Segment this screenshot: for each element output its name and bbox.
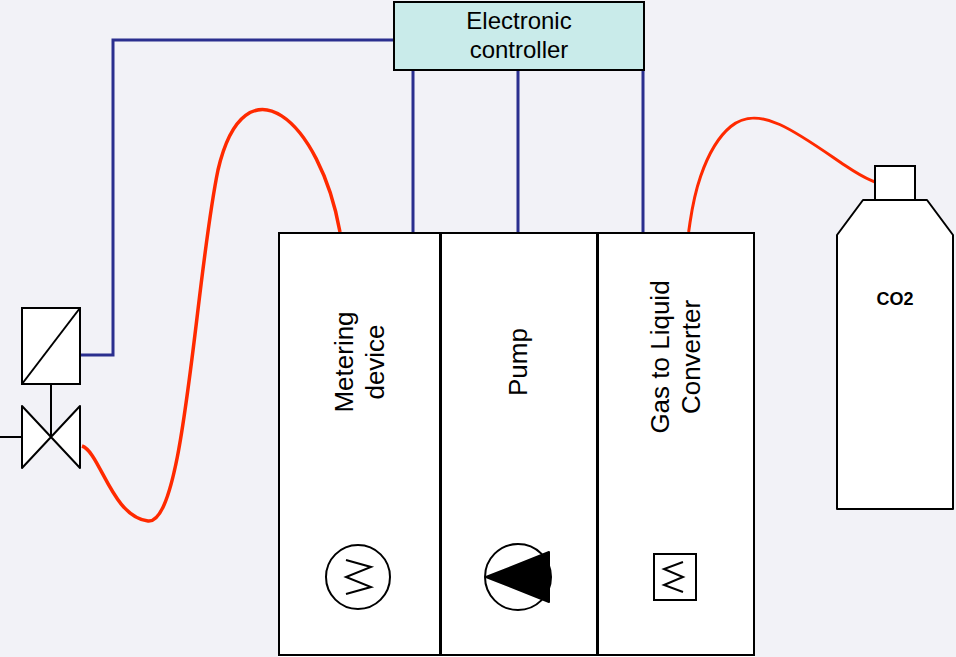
heater-symbol xyxy=(654,554,696,600)
gas-bottle: CO2 xyxy=(836,165,954,510)
heater-symbol xyxy=(664,562,683,592)
control-wire xyxy=(412,71,415,232)
controller-box: Electronic controller xyxy=(393,1,645,71)
unit-label: Pump xyxy=(503,277,534,447)
unit-label: Gas to Liquid Converter xyxy=(645,272,707,442)
meter-symbol xyxy=(346,560,371,594)
bottle-outline xyxy=(836,165,954,510)
actuator-symbol xyxy=(22,308,80,384)
control-wire xyxy=(642,71,645,232)
process-box: Metering device xyxy=(278,232,441,656)
control-wire xyxy=(80,40,393,355)
valve-stem xyxy=(50,384,52,437)
pump-symbol xyxy=(485,544,551,610)
hose xyxy=(689,118,875,232)
hose xyxy=(82,110,340,522)
bottle-body xyxy=(837,200,953,509)
pump-symbol xyxy=(486,552,549,602)
process-box: Pump xyxy=(440,232,598,656)
unit-label: Metering device xyxy=(328,277,390,447)
unit-fill xyxy=(278,232,755,657)
valve-symbol xyxy=(22,406,80,468)
process-box: Gas to Liquid Converter xyxy=(597,232,755,656)
box-label: Electronic controller xyxy=(449,7,589,65)
bottle-cap xyxy=(875,166,915,200)
pipe xyxy=(0,436,22,438)
actuator-symbol xyxy=(22,308,80,384)
bottle-label: CO2 xyxy=(845,289,945,311)
control-wire xyxy=(517,71,520,232)
meter-symbol xyxy=(326,545,390,609)
